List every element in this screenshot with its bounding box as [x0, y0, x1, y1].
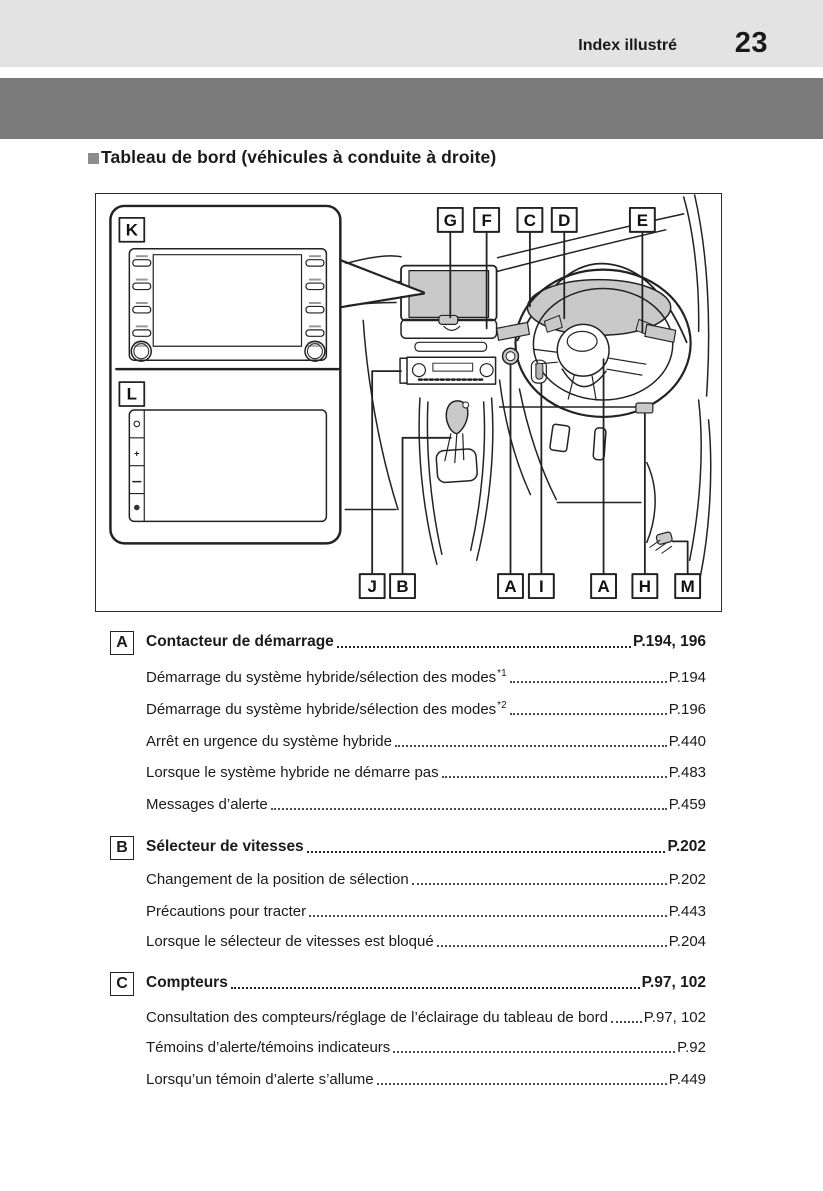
index-row: Arrêt en urgence du système hybride P.44… [146, 733, 706, 750]
svg-text:A: A [597, 577, 609, 596]
dot-leader [610, 1021, 642, 1023]
climate-control-panel [399, 356, 497, 385]
callout-box-j [358, 573, 386, 600]
wiper-lever [644, 323, 677, 343]
tilt-lever [535, 362, 544, 380]
dot-leader [306, 851, 666, 853]
header-section-title: Index illustré [578, 37, 677, 54]
air-vent [414, 341, 488, 352]
footnote-marker: *2 [497, 700, 507, 711]
index-row: Lorsqu’un témoin d’alerte s’allume P.449 [146, 1071, 706, 1088]
dot-leader [309, 915, 667, 917]
callout-lines [371, 230, 689, 576]
page-header-band: Index illustré 23 [0, 0, 823, 67]
light-control-lever [495, 321, 531, 341]
callout-box-f [473, 206, 501, 233]
dot-leader [394, 745, 667, 747]
accelerator-pedal [592, 427, 607, 461]
pedals [549, 423, 673, 554]
svg-text:C: C [524, 211, 536, 230]
svg-text:M: M [681, 577, 695, 596]
svg-text:J: J [367, 577, 376, 596]
callout-box-i [527, 573, 555, 600]
section-letter-box: A [110, 631, 134, 655]
heading-square-icon [88, 152, 99, 164]
shift-knob [445, 400, 469, 435]
index-row: Changement de la position de sélection P… [146, 871, 706, 888]
dot-leader [393, 1051, 676, 1053]
dot-leader [436, 945, 667, 947]
callout-box-l [118, 381, 146, 407]
dot-leader [336, 646, 632, 648]
tune-scroll-knob [304, 340, 326, 362]
parking-brake-switch [635, 402, 654, 414]
callout-letter-k: K [126, 220, 139, 239]
screen-button [438, 314, 459, 325]
header-page-number: 23 [734, 27, 768, 59]
index-section-header: B Sélecteur de vitesses P.202 [110, 836, 706, 860]
svg-text:G: G [444, 211, 457, 230]
dot-leader [441, 776, 667, 778]
index-row: Précautions pour tracter P.443 [146, 903, 706, 920]
display-audio-unit: + [128, 409, 328, 523]
section-letter-box: C [110, 972, 134, 996]
index-row: Démarrage du système hybride/sélection d… [146, 700, 706, 718]
callout-letter-l: L [127, 385, 137, 404]
steering-and-cluster [495, 262, 692, 419]
svg-text:F: F [481, 211, 491, 230]
index-row: Lorsque le système hybride ne démarre pa… [146, 764, 706, 781]
section-letter-box: B [110, 836, 134, 860]
callout-boxes [358, 206, 702, 600]
index-row: Témoins d’alerte/témoins indicateurs P.9… [146, 1039, 706, 1056]
dot-leader [376, 1083, 667, 1085]
index-section-header: A Contacteur de démarrage P.194, 196 [110, 631, 706, 655]
svg-text:B: B [396, 577, 408, 596]
panel-callout: K [109, 204, 426, 545]
audio-head-unit [128, 247, 328, 362]
dot-leader [509, 681, 667, 683]
callout-letters: G F C D E J B A I A H M [367, 211, 694, 596]
dashboard-diagram: K [95, 193, 722, 612]
index-row: Messages d’alerte P.459 [146, 796, 706, 813]
footnote-marker: *1 [497, 668, 507, 679]
dot-leader [270, 808, 667, 810]
shift-lever-console [418, 397, 494, 565]
callout-box-d [550, 206, 578, 233]
head-unit-screen [152, 254, 303, 347]
dot-leader [230, 987, 640, 989]
dashboard-illustration: K [109, 194, 712, 600]
brake-pedal [549, 423, 571, 453]
callout-box-g [436, 206, 464, 233]
index-row: Lorsque le sélecteur de vitesses est blo… [146, 933, 706, 950]
callout-box-h [631, 573, 659, 600]
chapter-title-band [0, 78, 823, 139]
callout-box-e [628, 206, 656, 233]
index-row: Consultation des compteurs/réglage de l’… [146, 1009, 706, 1026]
callout-box-b [389, 573, 416, 600]
svg-text:H: H [639, 577, 651, 596]
callout-box-m [674, 573, 702, 600]
svg-text:I: I [539, 577, 544, 596]
svg-text:D: D [558, 211, 570, 230]
plus-glyph: + [134, 449, 139, 459]
callout-box-a2 [590, 573, 617, 600]
index-row: Démarrage du système hybride/sélection d… [146, 668, 706, 686]
callout-box-k [118, 216, 146, 243]
svg-text:A: A [504, 577, 516, 596]
section-heading-text: Tableau de bord (véhicules à conduite à … [101, 147, 497, 167]
power-volume-knob [130, 340, 152, 362]
callout-box-c [516, 206, 544, 233]
index-section-header: C Compteurs P.97, 102 [110, 972, 706, 996]
dot-leader [509, 713, 667, 715]
center-display [400, 264, 498, 352]
section-heading: Tableau de bord (véhicules à conduite à … [88, 147, 496, 168]
callout-box-a1 [497, 573, 524, 600]
release-lever [655, 531, 673, 545]
dashboard-body-lines [344, 194, 712, 576]
svg-text:E: E [637, 211, 648, 230]
dot-leader [411, 883, 667, 885]
